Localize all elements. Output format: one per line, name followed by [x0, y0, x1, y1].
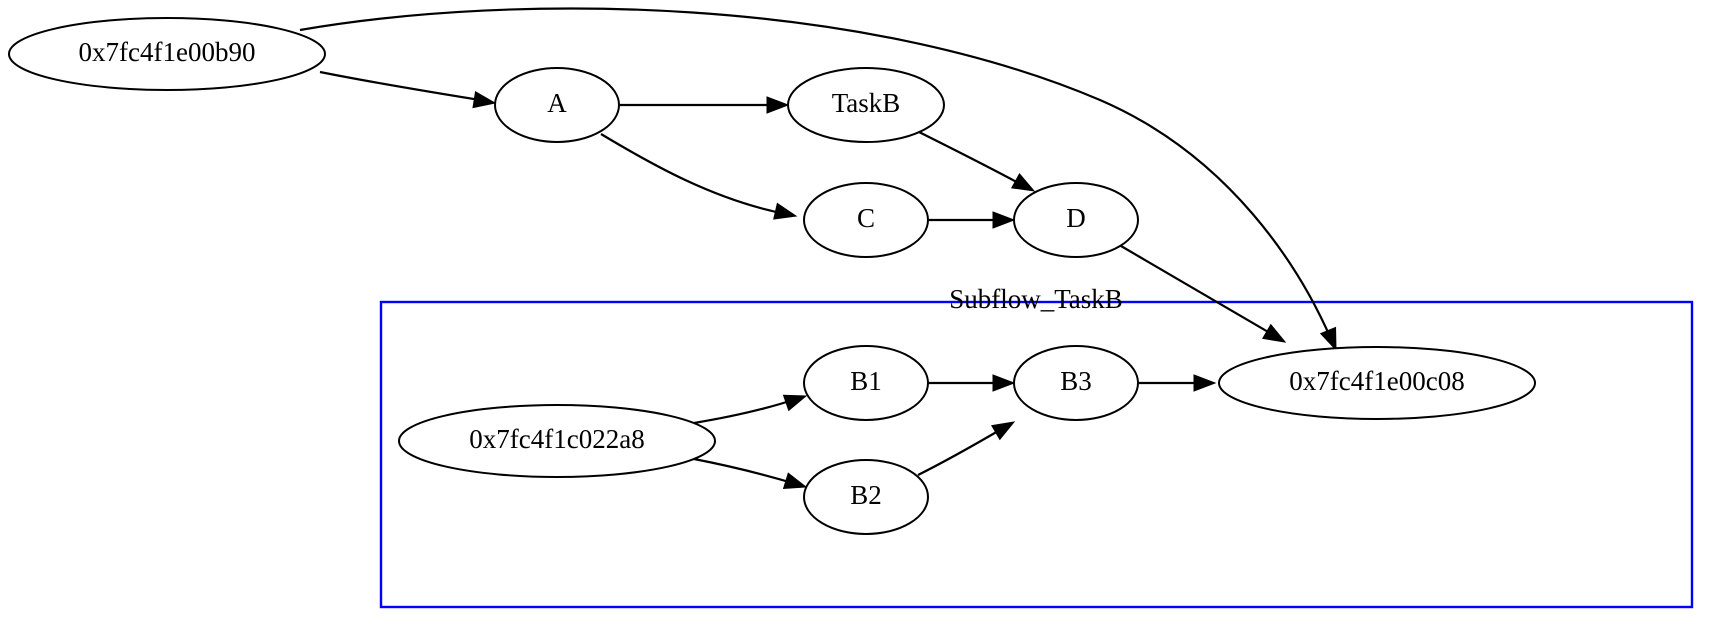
edge-layer: [299, 7, 1337, 490]
graph-node[interactable]: C: [803, 182, 929, 258]
edge-arrowhead: [472, 91, 497, 109]
graph-node[interactable]: B3: [1013, 345, 1139, 421]
edge-line: [693, 397, 797, 425]
node-ellipse[interactable]: [8, 17, 326, 91]
node-ellipse[interactable]: [803, 345, 929, 421]
graph-edge: [600, 133, 798, 220]
node-ellipse[interactable]: [1013, 182, 1139, 258]
graph-node[interactable]: A: [494, 67, 620, 143]
graph-edge: [1139, 374, 1217, 392]
edge-line: [319, 70, 487, 103]
edge-line: [917, 426, 1006, 476]
graph-edge: [693, 457, 808, 490]
cluster-border: [379, 300, 1694, 609]
graph-edge: [929, 211, 1016, 229]
graph-node[interactable]: D: [1013, 182, 1139, 258]
edge-line: [693, 457, 797, 486]
edge-line: [918, 131, 1025, 187]
node-ellipse[interactable]: [803, 182, 929, 258]
node-ellipse[interactable]: [1013, 345, 1139, 421]
cluster-subflow: Subflow_TaskB: [379, 284, 1694, 609]
graph-node[interactable]: B1: [803, 345, 929, 421]
node-ellipse[interactable]: [787, 67, 945, 143]
edge-arrowhead: [1010, 172, 1036, 192]
graph-edge: [319, 70, 497, 109]
edge-arrowhead: [992, 211, 1016, 229]
node-ellipse[interactable]: [803, 459, 929, 535]
graph-edge: [929, 374, 1016, 392]
edge-arrowhead: [782, 472, 808, 490]
edge-arrowhead: [773, 202, 798, 220]
graph-edge: [917, 421, 1016, 476]
edge-line: [1120, 245, 1276, 337]
cluster-layer: Subflow_TaskB: [379, 284, 1694, 609]
graph-node[interactable]: 0x7fc4f1e00c08: [1218, 346, 1536, 420]
edge-line: [600, 133, 787, 216]
graph-node[interactable]: 0x7fc4f1e00b90: [8, 17, 326, 91]
graph-node[interactable]: TaskB: [787, 67, 945, 143]
edge-line: [299, 7, 1333, 340]
cluster-label: Subflow_TaskB: [949, 284, 1123, 314]
edge-arrowhead: [1262, 323, 1287, 343]
graph-edge: [620, 96, 790, 114]
graph-edge: [299, 7, 1337, 352]
node-ellipse[interactable]: [398, 404, 716, 478]
graph-edge: [693, 394, 808, 425]
edge-arrowhead: [782, 394, 808, 412]
node-ellipse[interactable]: [1218, 346, 1536, 420]
edge-arrowhead: [991, 421, 1016, 441]
graph-edge: [1120, 245, 1287, 343]
node-ellipse[interactable]: [494, 67, 620, 143]
graph-edge: [918, 131, 1036, 192]
graph-node[interactable]: 0x7fc4f1c022a8: [398, 404, 716, 478]
edge-arrowhead: [1193, 374, 1217, 392]
edge-arrowhead: [766, 96, 790, 114]
edge-arrowhead: [992, 374, 1016, 392]
graph-node[interactable]: B2: [803, 459, 929, 535]
edge-arrowhead: [1319, 326, 1337, 352]
